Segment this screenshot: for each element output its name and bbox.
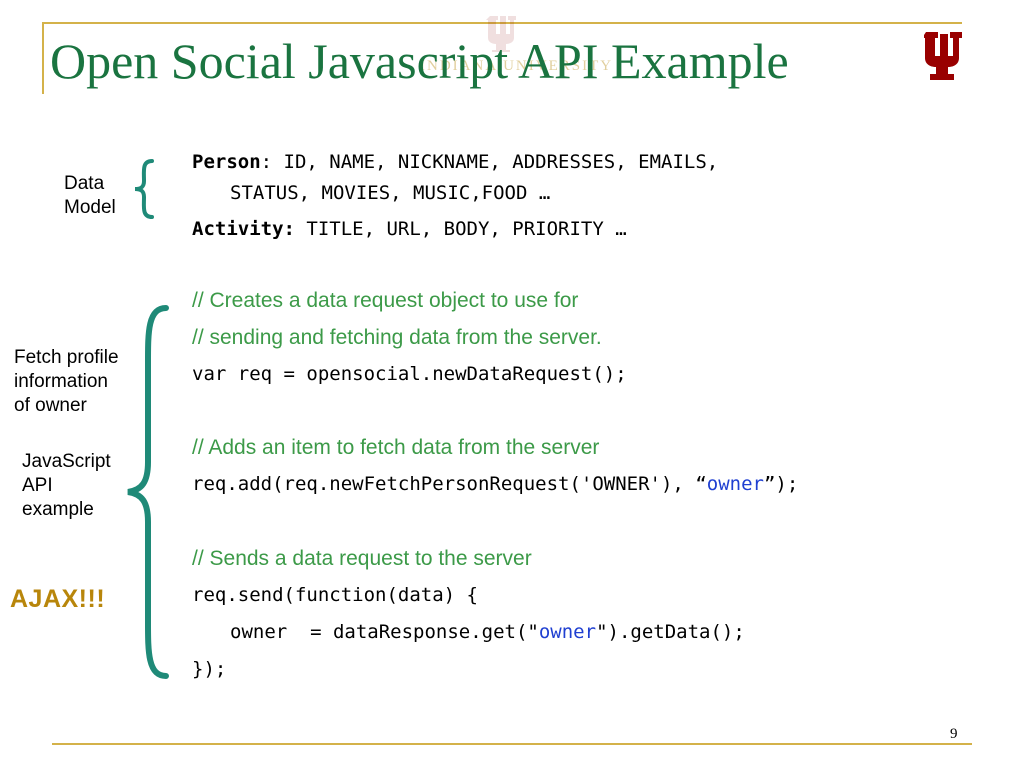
code-text: owner = dataResponse.get(" [230, 621, 539, 643]
code-comment: // Adds an item to fetch data from the s… [192, 436, 600, 459]
code-line-send: req.send(function(data) { [192, 584, 478, 606]
javascript-api-label: JavaScript API example [22, 450, 111, 522]
university-watermark-text: INDIANA UNIVERSITY [420, 58, 614, 74]
code-line-close: }); [192, 658, 227, 680]
iu-trident-logo-icon [924, 32, 962, 80]
ajax-label: AJAX!!! [10, 585, 106, 613]
activity-model-line: Activity: TITLE, URL, BODY, PRIORITY … [192, 218, 627, 240]
page-number: 9 [950, 726, 958, 742]
javascript-api-label-line: JavaScript [22, 451, 111, 472]
activity-fields: TITLE, URL, BODY, PRIORITY … [294, 218, 627, 240]
owner-string: owner [538, 621, 597, 643]
code-text: ”); [763, 473, 799, 495]
fetch-profile-label: Fetch profile information of owner [14, 346, 119, 418]
code-line-add-request: req.add(req.newFetchPersonRequest('OWNER… [192, 473, 798, 495]
code-text: req.add(req.newFetchPersonRequest('OWNER… [192, 473, 707, 495]
data-model-label-line: Data [64, 173, 105, 194]
code-line-get-data: owner = dataResponse.get("owner").getDat… [230, 621, 745, 643]
trident-watermark-icon [486, 16, 516, 52]
person-keyword: Person [192, 151, 261, 173]
person-model-line-continued: STATUS, MOVIES, MUSIC,FOOD … [230, 182, 551, 204]
person-fields: : ID, NAME, NICKNAME, ADDRESSES, EMAILS, [260, 151, 719, 173]
title-frame-top-rule [42, 22, 962, 24]
code-comment: // Creates a data request object to use … [192, 289, 579, 312]
data-model-brace-icon [134, 159, 154, 219]
owner-string: owner [706, 473, 764, 495]
activity-keyword: Activity: [192, 218, 295, 240]
title-frame-left-rule [42, 22, 44, 94]
fetch-profile-label-line: Fetch profile [14, 347, 119, 368]
code-block-brace-icon [127, 305, 169, 679]
code-comment: // Sends a data request to the server [192, 547, 532, 570]
code-text: ").getData(); [596, 621, 745, 643]
javascript-api-label-line: example [22, 499, 94, 520]
javascript-api-label-line: API [22, 475, 53, 496]
person-model-line: Person: ID, NAME, NICKNAME, ADDRESSES, E… [192, 151, 718, 173]
slide-title: Open Social Javascript API Example [50, 33, 789, 89]
data-model-label: Data Model [64, 172, 116, 220]
code-comment: // sending and fetching data from the se… [192, 326, 602, 349]
code-line-new-request: var req = opensocial.newDataRequest(); [192, 363, 627, 385]
footer-rule [52, 743, 972, 745]
fetch-profile-label-line: of owner [14, 395, 87, 416]
fetch-profile-label-line: information [14, 371, 108, 392]
data-model-label-line: Model [64, 197, 116, 218]
